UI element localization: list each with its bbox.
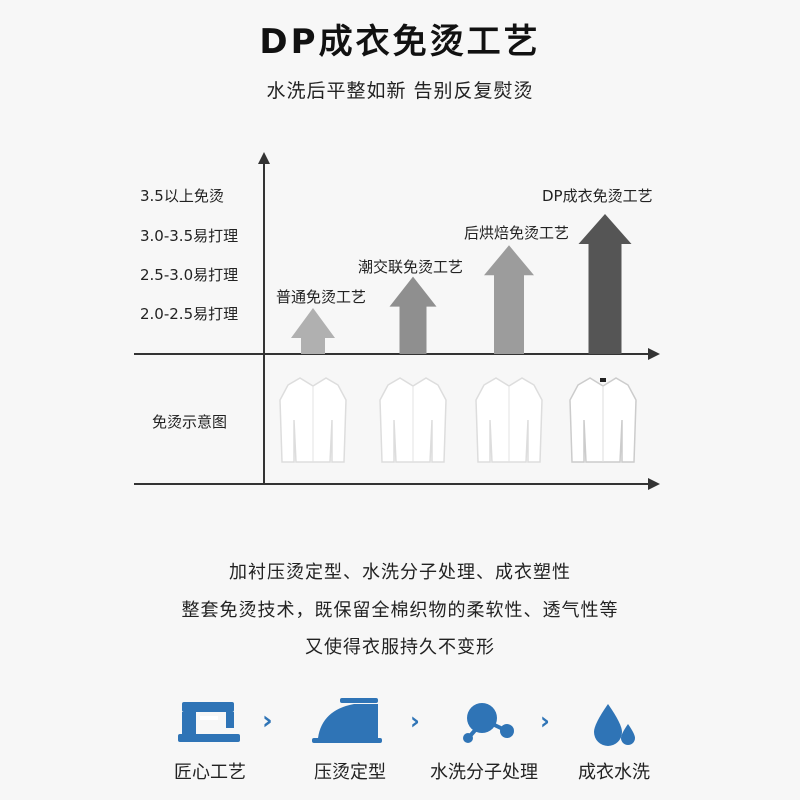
step-label: 水洗分子处理 [430, 762, 538, 783]
shirt-illustration [379, 377, 447, 463]
water-drops-icon [594, 704, 635, 746]
row-label: 免烫示意图 [152, 413, 228, 431]
step-label: 成衣水洗 [578, 762, 650, 783]
bar-label: 后烘焙免烫工艺 [464, 224, 570, 242]
bar-label: 普通免烫工艺 [276, 288, 367, 306]
shirt-illustration [279, 377, 347, 463]
page-subtitle: 水洗后平整如新 告别反复熨烫 [266, 80, 534, 102]
iron-icon [312, 698, 382, 743]
chevron-right-icon: › [540, 707, 550, 735]
bar-arrow [291, 308, 335, 354]
bar-arrow [389, 276, 437, 354]
page-title: DP成衣免烫工艺 [259, 22, 541, 62]
bar-label: DP成衣免烫工艺 [542, 187, 653, 205]
description-line: 又使得衣服持久不变形 [305, 637, 495, 658]
chevron-right-icon: › [410, 707, 420, 735]
y-tick-label: 3.0-3.5易打理 [140, 227, 239, 245]
step-label: 匠心工艺 [174, 762, 246, 783]
bar-label: 潮交联免烫工艺 [358, 258, 464, 276]
description-line: 整套免烫技术，既保留全棉织物的柔软性、透气性等 [181, 600, 619, 621]
step-label: 压烫定型 [314, 762, 386, 783]
shirt-illustration [475, 377, 543, 463]
description-line: 加衬压烫定型、水洗分子处理、成衣塑性 [229, 562, 571, 583]
y-tick-label: 2.0-2.5易打理 [140, 305, 239, 323]
sewing-machine-icon [178, 702, 240, 742]
y-tick-label: 3.5以上免烫 [140, 187, 224, 205]
bar-arrow [484, 245, 534, 354]
molecule-icon [463, 703, 514, 743]
y-tick-label: 2.5-3.0易打理 [140, 266, 239, 284]
y-axis-arrow [258, 152, 270, 164]
baseline-axis-arrow [648, 478, 660, 490]
bar-arrow [578, 213, 632, 354]
x-axis-arrow [648, 348, 660, 360]
shirt-illustration [569, 377, 637, 463]
chevron-right-icon: › [262, 706, 273, 736]
